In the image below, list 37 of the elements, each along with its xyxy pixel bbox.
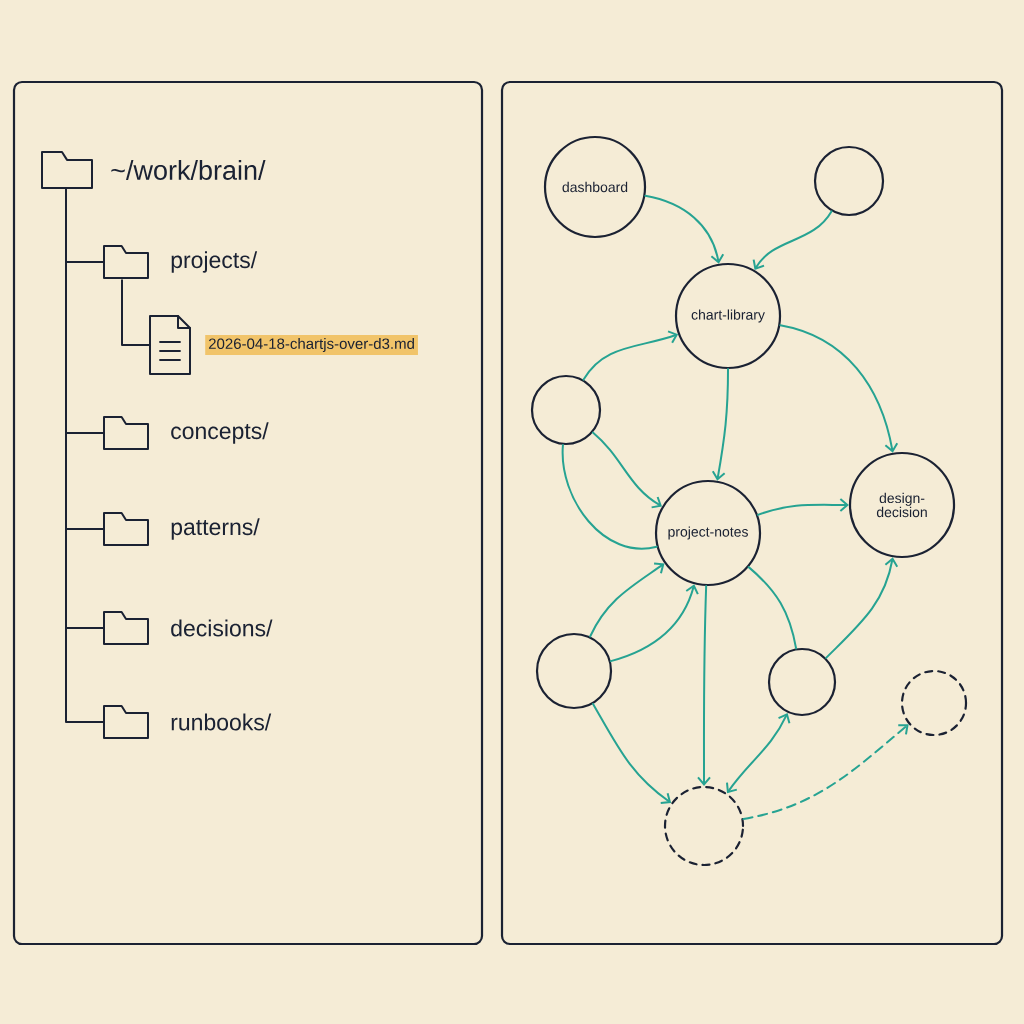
node-label: patterns/ bbox=[171, 518, 260, 540]
arrow bbox=[592, 703, 672, 804]
arrow bbox=[779, 324, 899, 453]
empty-circle bbox=[535, 632, 613, 710]
arrow bbox=[591, 431, 663, 509]
tree-line bbox=[65, 189, 105, 723]
dashed-circle bbox=[663, 785, 745, 867]
empty-circle bbox=[767, 647, 837, 717]
folder-entry: projects/ bbox=[103, 245, 258, 279]
node-label: concepts/ bbox=[171, 422, 269, 444]
arrow bbox=[711, 368, 729, 481]
empty-circle bbox=[530, 374, 602, 446]
arrow bbox=[589, 562, 665, 638]
empty-circle bbox=[813, 145, 885, 217]
arrow bbox=[644, 194, 725, 264]
dashed-circle bbox=[900, 669, 968, 737]
arrow bbox=[825, 557, 899, 659]
node-label: projects/ bbox=[171, 251, 258, 273]
node-label: runbooks/ bbox=[171, 713, 272, 731]
file-entry: 2026-04-18-chartjs-over-d3.md bbox=[149, 315, 418, 375]
dashed-arrow bbox=[742, 724, 909, 821]
arrow bbox=[752, 210, 833, 270]
arrow bbox=[582, 330, 679, 381]
folder-entry: decisions/ bbox=[103, 611, 273, 645]
arrow bbox=[756, 498, 849, 516]
arrow bbox=[609, 584, 699, 663]
tree-line bbox=[121, 279, 151, 346]
folder-entry: concepts/ bbox=[103, 416, 269, 450]
arrow bbox=[697, 585, 711, 786]
double-arrow bbox=[726, 712, 791, 794]
folder-entry: runbooks/ bbox=[103, 705, 272, 739]
folder-entry: ~/work/brain/ bbox=[41, 151, 266, 189]
link-line bbox=[561, 443, 658, 550]
link-line bbox=[747, 566, 798, 650]
node-label: ~/work/brain/ bbox=[111, 160, 266, 180]
folder-entry: patterns/ bbox=[103, 512, 260, 546]
node-label: decisions/ bbox=[171, 619, 273, 637]
